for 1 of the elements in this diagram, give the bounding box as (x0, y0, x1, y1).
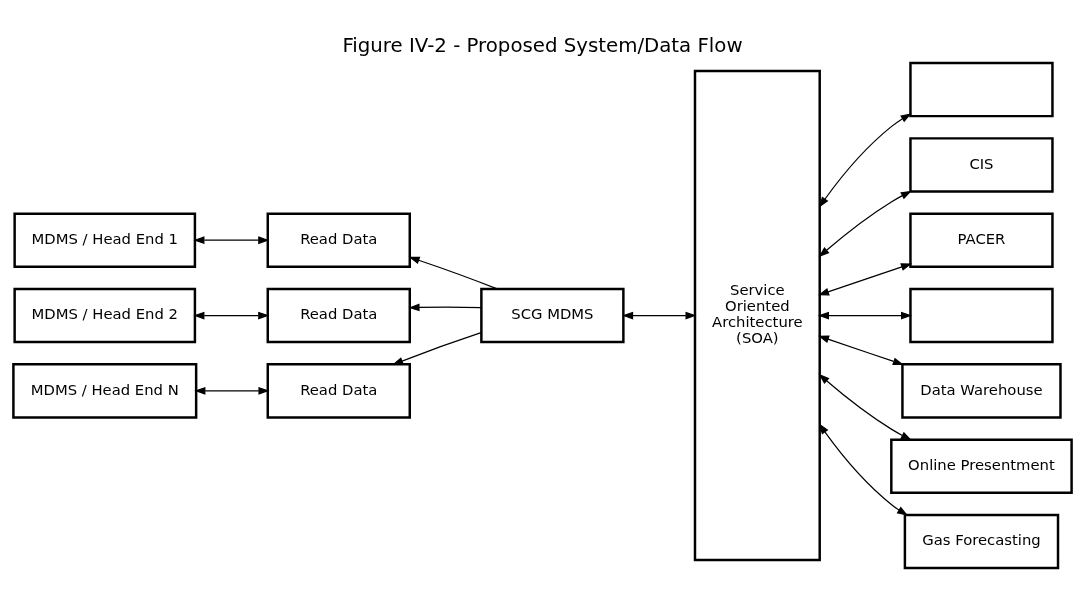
diagram-title: Figure IV-2 - Proposed System/Data Flow (342, 33, 743, 57)
